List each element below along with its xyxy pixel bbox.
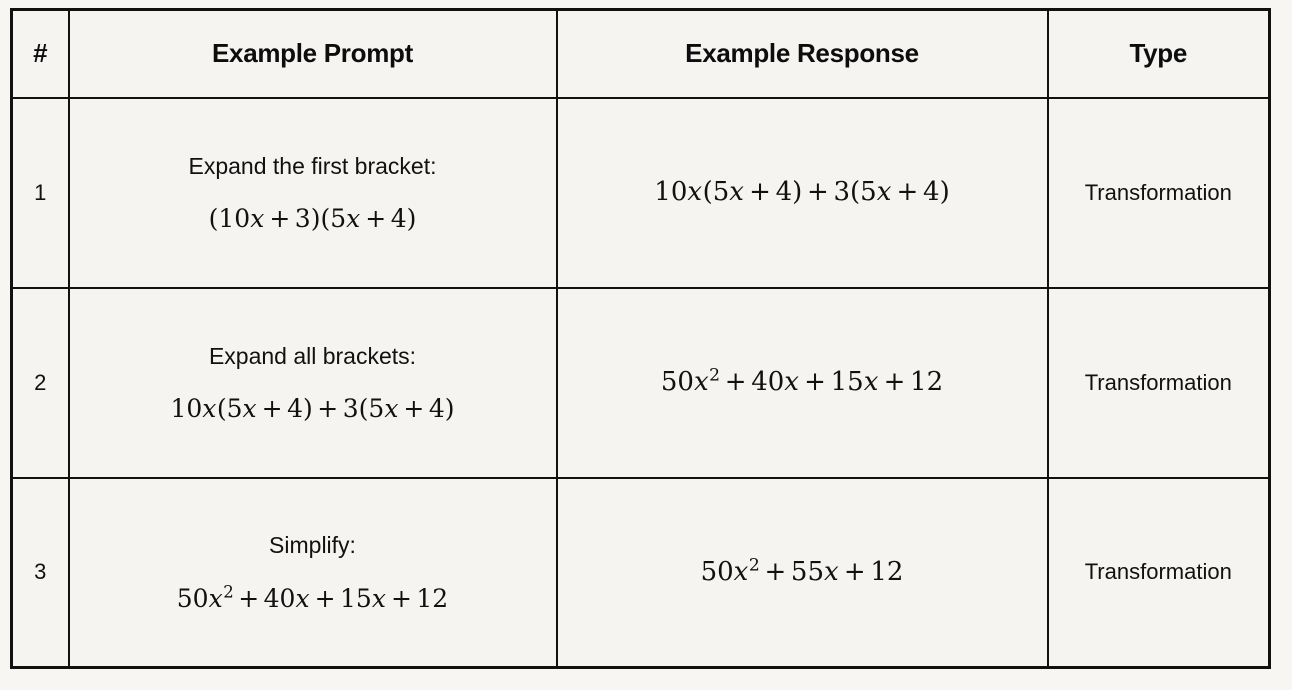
row-number: 3 bbox=[34, 559, 47, 585]
type-label: Transformation bbox=[1084, 369, 1232, 395]
type-cell: Transformation bbox=[1046, 96, 1271, 289]
example-prompt-cell: Simplify: 50x2+40x+15x+12 bbox=[67, 476, 558, 669]
prompt-instruction: Expand all brackets: bbox=[208, 342, 417, 369]
type-cell: Transformation bbox=[1046, 476, 1271, 669]
example-response-cell: 50x2+55x+12 bbox=[555, 476, 1049, 669]
prompt-instruction: Simplify: bbox=[269, 532, 356, 559]
prompt-instruction: Expand the first bracket: bbox=[188, 152, 437, 179]
row-number: 2 bbox=[34, 369, 47, 395]
response-math-expression: 50x2+40x+15x+12 bbox=[660, 365, 944, 398]
row-number-cell: 1 bbox=[10, 96, 70, 289]
row-number-cell: 2 bbox=[10, 286, 70, 479]
type-cell: Transformation bbox=[1046, 286, 1271, 479]
exemplar-table-container: # Example Prompt Example Response Type 1… bbox=[10, 8, 1271, 669]
column-header-number: # bbox=[10, 8, 70, 99]
row-number-cell: 3 bbox=[10, 476, 70, 669]
column-header-example-response: Example Response bbox=[555, 8, 1049, 99]
example-prompt-cell: Expand all brackets: 10x(5x+4)+3(5x+4) bbox=[67, 286, 558, 479]
table-body: 1 Expand the first bracket: (10x+3)(5x+4… bbox=[10, 96, 1271, 669]
table-header: # Example Prompt Example Response Type bbox=[10, 8, 1271, 99]
type-label: Transformation bbox=[1084, 559, 1232, 585]
table-row: 2 Expand all brackets: 10x(5x+4)+3(5x+4)… bbox=[10, 286, 1271, 479]
table-row: 3 Simplify: 50x2+40x+15x+12 50x2+55x+12 … bbox=[10, 476, 1271, 669]
example-response-cell: 10x(5x+4)+3(5x+4) bbox=[555, 96, 1049, 289]
prompt-math-expression: (10x+3)(5x+4) bbox=[208, 203, 417, 233]
table-row: 1 Expand the first bracket: (10x+3)(5x+4… bbox=[10, 96, 1271, 289]
prompt-math-expression: 50x2+40x+15x+12 bbox=[176, 582, 449, 613]
response-math-expression: 50x2+55x+12 bbox=[700, 555, 904, 587]
type-label: Transformation bbox=[1084, 179, 1232, 205]
column-header-example-prompt: Example Prompt bbox=[67, 8, 558, 99]
exemplar-table: # Example Prompt Example Response Type 1… bbox=[10, 8, 1271, 669]
response-math-expression: 10x(5x+4)+3(5x+4) bbox=[654, 177, 950, 208]
prompt-math-expression: 10x(5x+4)+3(5x+4) bbox=[170, 393, 455, 423]
row-number: 1 bbox=[34, 179, 47, 205]
table-header-row: # Example Prompt Example Response Type bbox=[10, 8, 1271, 99]
column-header-type: Type bbox=[1046, 8, 1271, 99]
example-response-cell: 50x2+40x+15x+12 bbox=[555, 286, 1049, 479]
example-prompt-cell: Expand the first bracket: (10x+3)(5x+4) bbox=[67, 96, 558, 289]
